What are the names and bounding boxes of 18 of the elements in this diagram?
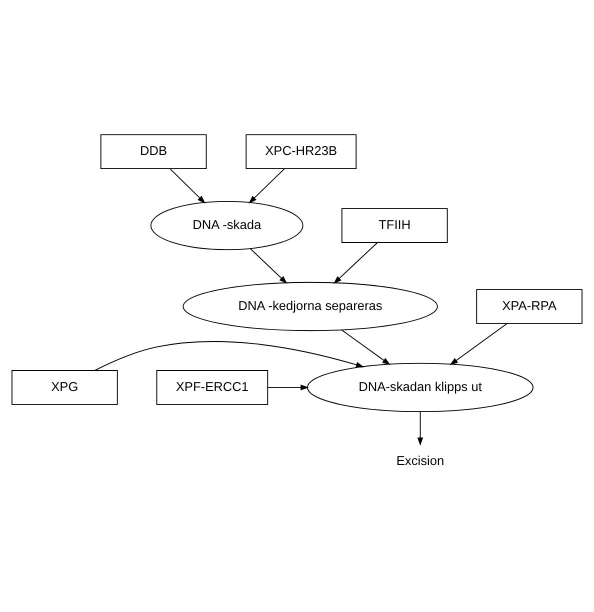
node-box: DDB <box>100 134 207 169</box>
node-box: XPC-HR23B <box>246 134 357 169</box>
node-ellipse: DNA -kedjorna separeras <box>182 281 438 331</box>
arrow <box>170 168 206 204</box>
arrow <box>267 384 309 390</box>
arrow <box>450 322 508 365</box>
arrow <box>417 410 424 446</box>
arrow <box>250 248 288 284</box>
node-box: XPF-ERCC1 <box>156 370 268 404</box>
node-box: TFIIH <box>341 208 448 242</box>
arrow <box>94 340 364 370</box>
node-box: XPG <box>12 370 118 404</box>
node-text: Excision <box>396 452 444 468</box>
arrow <box>333 242 378 284</box>
arrow <box>341 328 390 365</box>
arrow <box>248 168 285 204</box>
node-box: XPA-RPA <box>476 288 582 324</box>
node-ellipse: DNA -skada <box>150 200 304 250</box>
